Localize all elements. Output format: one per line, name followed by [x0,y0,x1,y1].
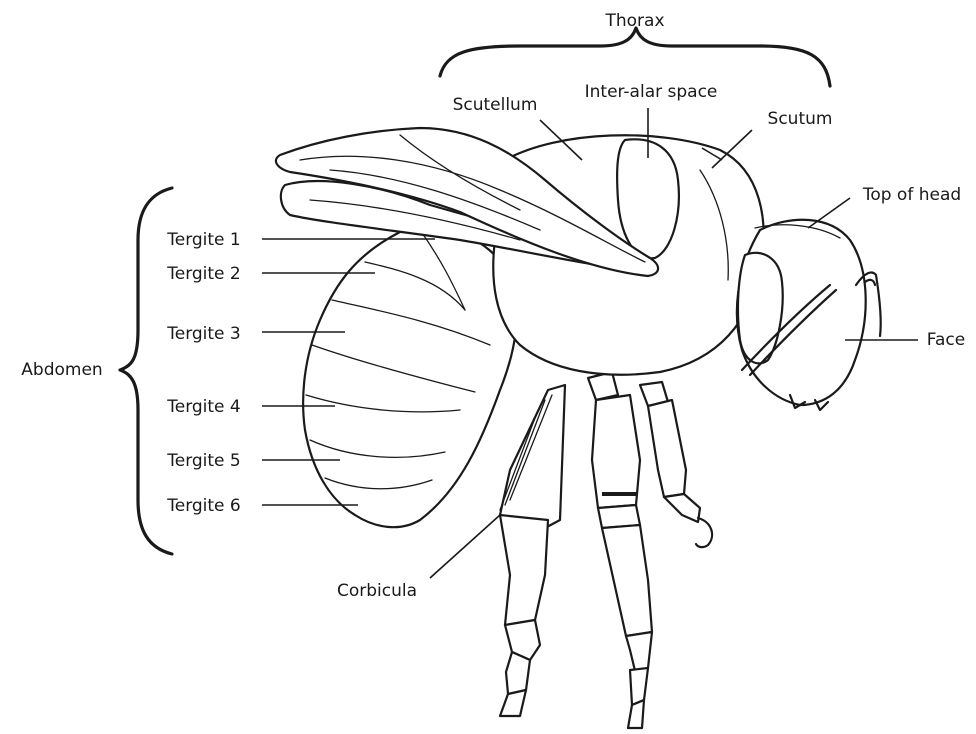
front-leg [640,382,712,547]
thorax-brace [440,28,830,86]
head [737,220,881,410]
label-tergite-3: Tergite 3 [166,324,241,344]
label-corbicula: Corbicula [337,581,417,601]
middle-leg [588,372,652,728]
label-scutum: Scutum [768,109,833,129]
label-scutellum: Scutellum [453,95,538,115]
label-tergite-2: Tergite 2 [166,264,241,284]
label-tergite-5: Tergite 5 [166,451,241,471]
label-inter-alar-space: Inter-alar space [585,82,718,102]
abdomen [303,229,516,527]
label-tergite-6: Tergite 6 [166,496,241,516]
label-thorax: Thorax [604,11,664,31]
label-abdomen: Abdomen [21,360,102,380]
hind-leg [500,385,565,716]
bee-illustration [276,128,881,728]
label-tergite-4: Tergite 4 [166,397,241,417]
label-top-of-head: Top of head [862,185,961,205]
label-face: Face [927,330,965,350]
abdomen-brace [120,188,172,554]
label-tergite-1: Tergite 1 [166,230,241,250]
